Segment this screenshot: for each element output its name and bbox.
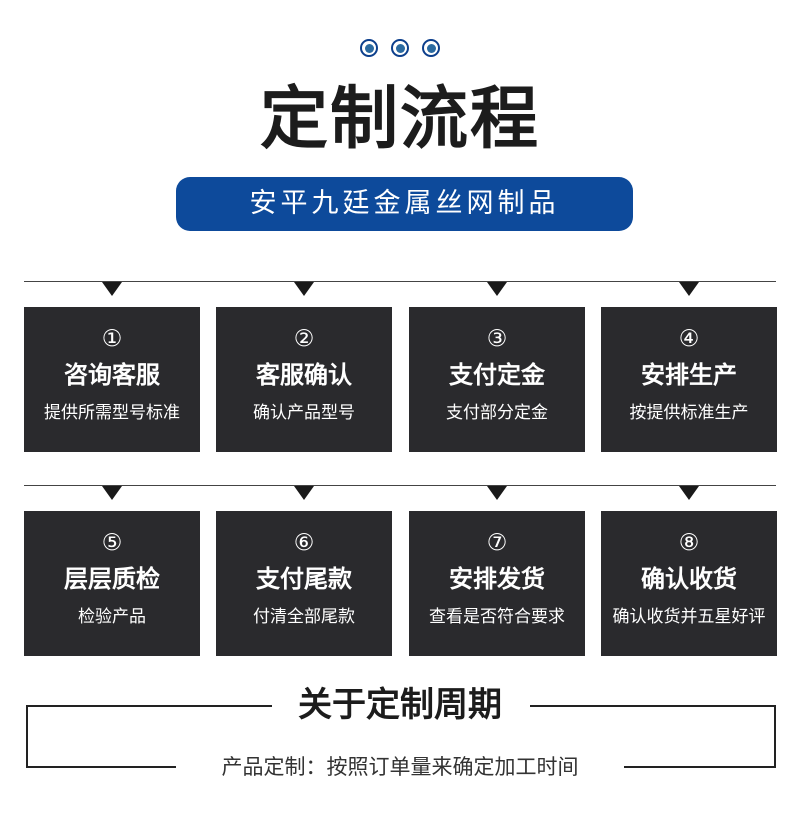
step-description: 付清全部尾款	[253, 607, 355, 627]
step-title: 安排生产	[641, 361, 737, 389]
step-title: 安排发货	[449, 565, 545, 593]
step-title: 客服确认	[256, 361, 352, 389]
step-number: ⑦	[486, 530, 508, 556]
arrow-down-icon	[294, 486, 314, 500]
step-description: 确认收货并五星好评	[612, 607, 766, 627]
step-description: 检验产品	[78, 607, 146, 627]
arrow-down-icon	[487, 486, 507, 500]
step-description: 确认产品型号	[253, 403, 355, 423]
step-title: 确认收货	[641, 565, 737, 593]
frame-line	[530, 705, 774, 707]
decorative-dots	[0, 39, 800, 57]
step-number: ③	[486, 326, 508, 352]
frame-line	[26, 705, 272, 707]
step-title: 支付定金	[449, 361, 545, 389]
arrow-down-icon	[679, 486, 699, 500]
frame-line	[624, 766, 774, 768]
step-card-2: ② 客服确认 确认产品型号	[216, 307, 392, 452]
arrow-down-icon	[102, 282, 122, 296]
arrow-down-icon	[679, 282, 699, 296]
row-divider	[24, 281, 776, 282]
arrow-down-icon	[294, 282, 314, 296]
step-number: ①	[101, 326, 123, 352]
step-card-3: ③ 支付定金 支付部分定金	[409, 307, 585, 452]
cycle-frame	[26, 705, 776, 768]
step-card-7: ⑦ 安排发货 查看是否符合要求	[409, 511, 585, 656]
step-card-8: ⑧ 确认收货 确认收货并五星好评	[601, 511, 777, 656]
step-description: 支付部分定金	[446, 403, 548, 423]
arrow-down-icon	[102, 486, 122, 500]
step-card-5: ⑤ 层层质检 检验产品	[24, 511, 200, 656]
cycle-text: 产品定制：按照订单量来确定加工时间	[221, 755, 579, 779]
company-banner: 安平九廷金属丝网制品	[176, 177, 633, 231]
step-number: ②	[293, 326, 315, 352]
arrow-down-icon	[487, 282, 507, 296]
row-divider	[24, 485, 776, 486]
step-description: 查看是否符合要求	[429, 607, 565, 627]
step-card-4: ④ 安排生产 按提供标准生产	[601, 307, 777, 452]
step-description: 提供所需型号标准	[44, 403, 180, 423]
dot-icon	[422, 39, 440, 57]
frame-line	[26, 766, 176, 768]
step-number: ⑤	[101, 530, 123, 556]
step-card-6: ⑥ 支付尾款 付清全部尾款	[216, 511, 392, 656]
step-number: ⑧	[678, 530, 700, 556]
step-title: 层层质检	[64, 565, 160, 593]
step-description: 按提供标准生产	[629, 403, 749, 423]
dot-icon	[391, 39, 409, 57]
step-card-1: ① 咨询客服 提供所需型号标准	[24, 307, 200, 452]
dot-icon	[360, 39, 378, 57]
cycle-title: 关于定制周期	[298, 685, 502, 725]
step-number: ⑥	[293, 530, 315, 556]
step-title: 咨询客服	[64, 361, 160, 389]
step-title: 支付尾款	[256, 565, 352, 593]
step-number: ④	[678, 326, 700, 352]
page-title: 定制流程	[259, 80, 540, 159]
